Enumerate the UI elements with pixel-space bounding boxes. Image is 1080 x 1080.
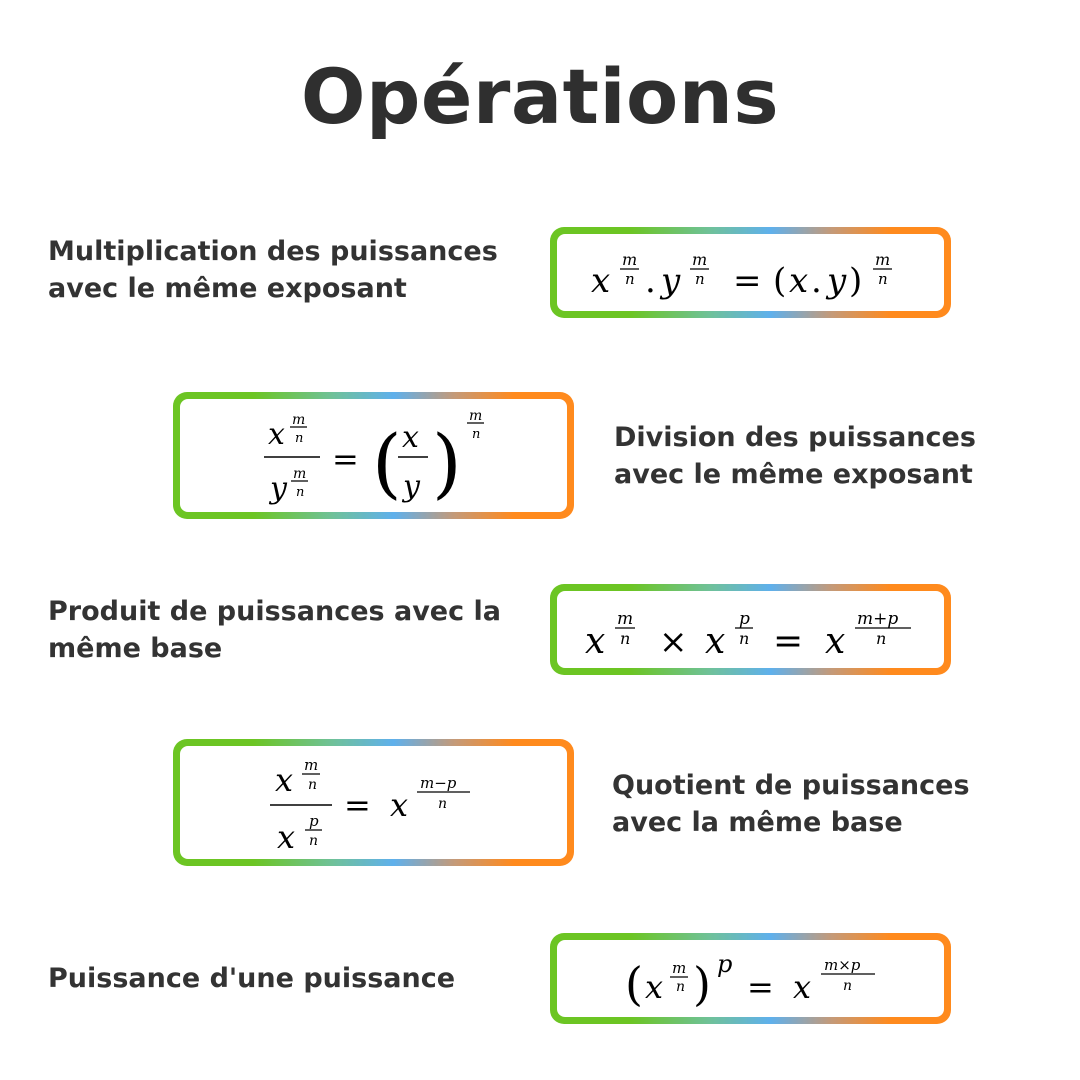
svg-text:=: =	[733, 261, 762, 301]
rule-2-label-line-2: avec le même exposant	[614, 459, 973, 490]
svg-text:x: x	[789, 261, 808, 301]
svg-text:x: x	[268, 417, 285, 452]
rule-1-label-line-1: Multiplication des puissances	[48, 236, 498, 267]
svg-text:n: n	[438, 796, 447, 812]
page-title: Opérations	[300, 52, 780, 141]
svg-text:m: m	[292, 412, 305, 428]
rule-4-formula-box: x m n x p n = x m−p n	[173, 739, 574, 866]
svg-text:y: y	[825, 261, 847, 301]
svg-text:m: m	[875, 250, 890, 269]
svg-text:n: n	[309, 833, 318, 849]
svg-text:n: n	[625, 270, 635, 288]
svg-text:n: n	[695, 270, 705, 288]
rule-2-label: Division des puissances avec le même exp…	[614, 419, 976, 493]
svg-text:n: n	[472, 427, 480, 442]
rule-3-formula-box: x m n × x p n = x m+p n	[550, 584, 951, 675]
rule-5-formula: ( x m n ) p = x m×p n	[625, 950, 875, 1011]
svg-text:n: n	[296, 485, 304, 500]
svg-text:m: m	[672, 959, 686, 977]
svg-text:): )	[432, 418, 462, 507]
svg-text:m: m	[293, 466, 306, 482]
rule-2-label-line-1: Division des puissances	[614, 422, 976, 453]
svg-text:n: n	[676, 979, 685, 995]
svg-text:m: m	[304, 756, 318, 774]
rule-5-formula-box: ( x m n ) p = x m×p n	[550, 933, 951, 1024]
svg-text:=: =	[773, 621, 803, 662]
svg-text:): )	[693, 957, 711, 1011]
rule-3-formula: x m n × x p n = x m+p n	[585, 609, 911, 662]
svg-text:n: n	[308, 777, 317, 793]
svg-text:.: .	[811, 261, 822, 301]
svg-text:m×p: m×p	[824, 956, 861, 974]
svg-text:x: x	[390, 786, 408, 824]
svg-text:p: p	[717, 950, 732, 978]
rule-3-label-line-1: Produit de puissances avec la	[48, 596, 501, 627]
svg-text:x: x	[277, 818, 295, 856]
svg-text:(: (	[372, 418, 402, 507]
rule-4-label-line-2: avec la même base	[612, 807, 903, 838]
svg-text:n: n	[843, 978, 852, 994]
svg-text:y: y	[401, 469, 421, 504]
rule-2-formula-box: x m n y m n = ( x y ) m n	[173, 392, 574, 519]
svg-text:m+p: m+p	[857, 609, 898, 629]
svg-text:y: y	[268, 471, 288, 506]
svg-text:=: =	[344, 786, 371, 824]
svg-text:p: p	[309, 812, 319, 830]
svg-text:y: y	[659, 261, 681, 301]
svg-text:m: m	[617, 609, 633, 629]
svg-text:m: m	[469, 408, 482, 424]
svg-text:n: n	[876, 629, 886, 648]
svg-text:×: ×	[659, 622, 688, 662]
rule-1-label-line-2: avec le même exposant	[48, 273, 407, 304]
svg-text:m: m	[622, 250, 637, 269]
rule-4-formula: x m n x p n = x m−p n	[270, 756, 470, 856]
rule-4-label-line-1: Quotient de puissances	[612, 770, 970, 801]
rule-3-label-line-2: même base	[48, 633, 223, 664]
svg-text:n: n	[620, 629, 630, 648]
svg-text:.: .	[645, 261, 656, 301]
svg-text:x: x	[705, 621, 725, 662]
rule-1-label: Multiplication des puissances avec le mê…	[48, 233, 498, 307]
rule-3-label: Produit de puissances avec la même base	[48, 593, 501, 667]
svg-text:x: x	[825, 621, 845, 662]
rule-4-label: Quotient de puissances avec la même base	[612, 767, 970, 841]
svg-text:=: =	[332, 440, 359, 478]
svg-text:n: n	[739, 629, 749, 648]
svg-text:m: m	[692, 250, 707, 269]
svg-text:n: n	[295, 431, 303, 446]
svg-text:x: x	[793, 968, 811, 1006]
svg-text:n: n	[878, 270, 888, 288]
svg-text:): )	[849, 261, 862, 301]
svg-text:(: (	[773, 261, 786, 301]
svg-text:(: (	[625, 957, 643, 1011]
svg-text:=: =	[747, 968, 774, 1006]
svg-text:x: x	[275, 761, 293, 799]
svg-text:x: x	[591, 261, 610, 301]
rule-5-label: Puissance d'une puissance	[48, 960, 455, 997]
rule-5-label-line-1: Puissance d'une puissance	[48, 963, 456, 994]
svg-text:x: x	[402, 420, 419, 455]
svg-text:m−p: m−p	[420, 774, 457, 792]
rule-2-formula: x m n y m n = ( x y ) m n	[264, 408, 484, 507]
svg-text:x: x	[645, 968, 663, 1006]
svg-text:p: p	[739, 609, 750, 629]
rule-1-formula-box: x m n . y m n = ( x . y ) m n	[550, 227, 951, 318]
rule-1-formula: x m n . y m n = ( x . y ) m n	[591, 250, 892, 301]
svg-text:x: x	[585, 621, 605, 662]
